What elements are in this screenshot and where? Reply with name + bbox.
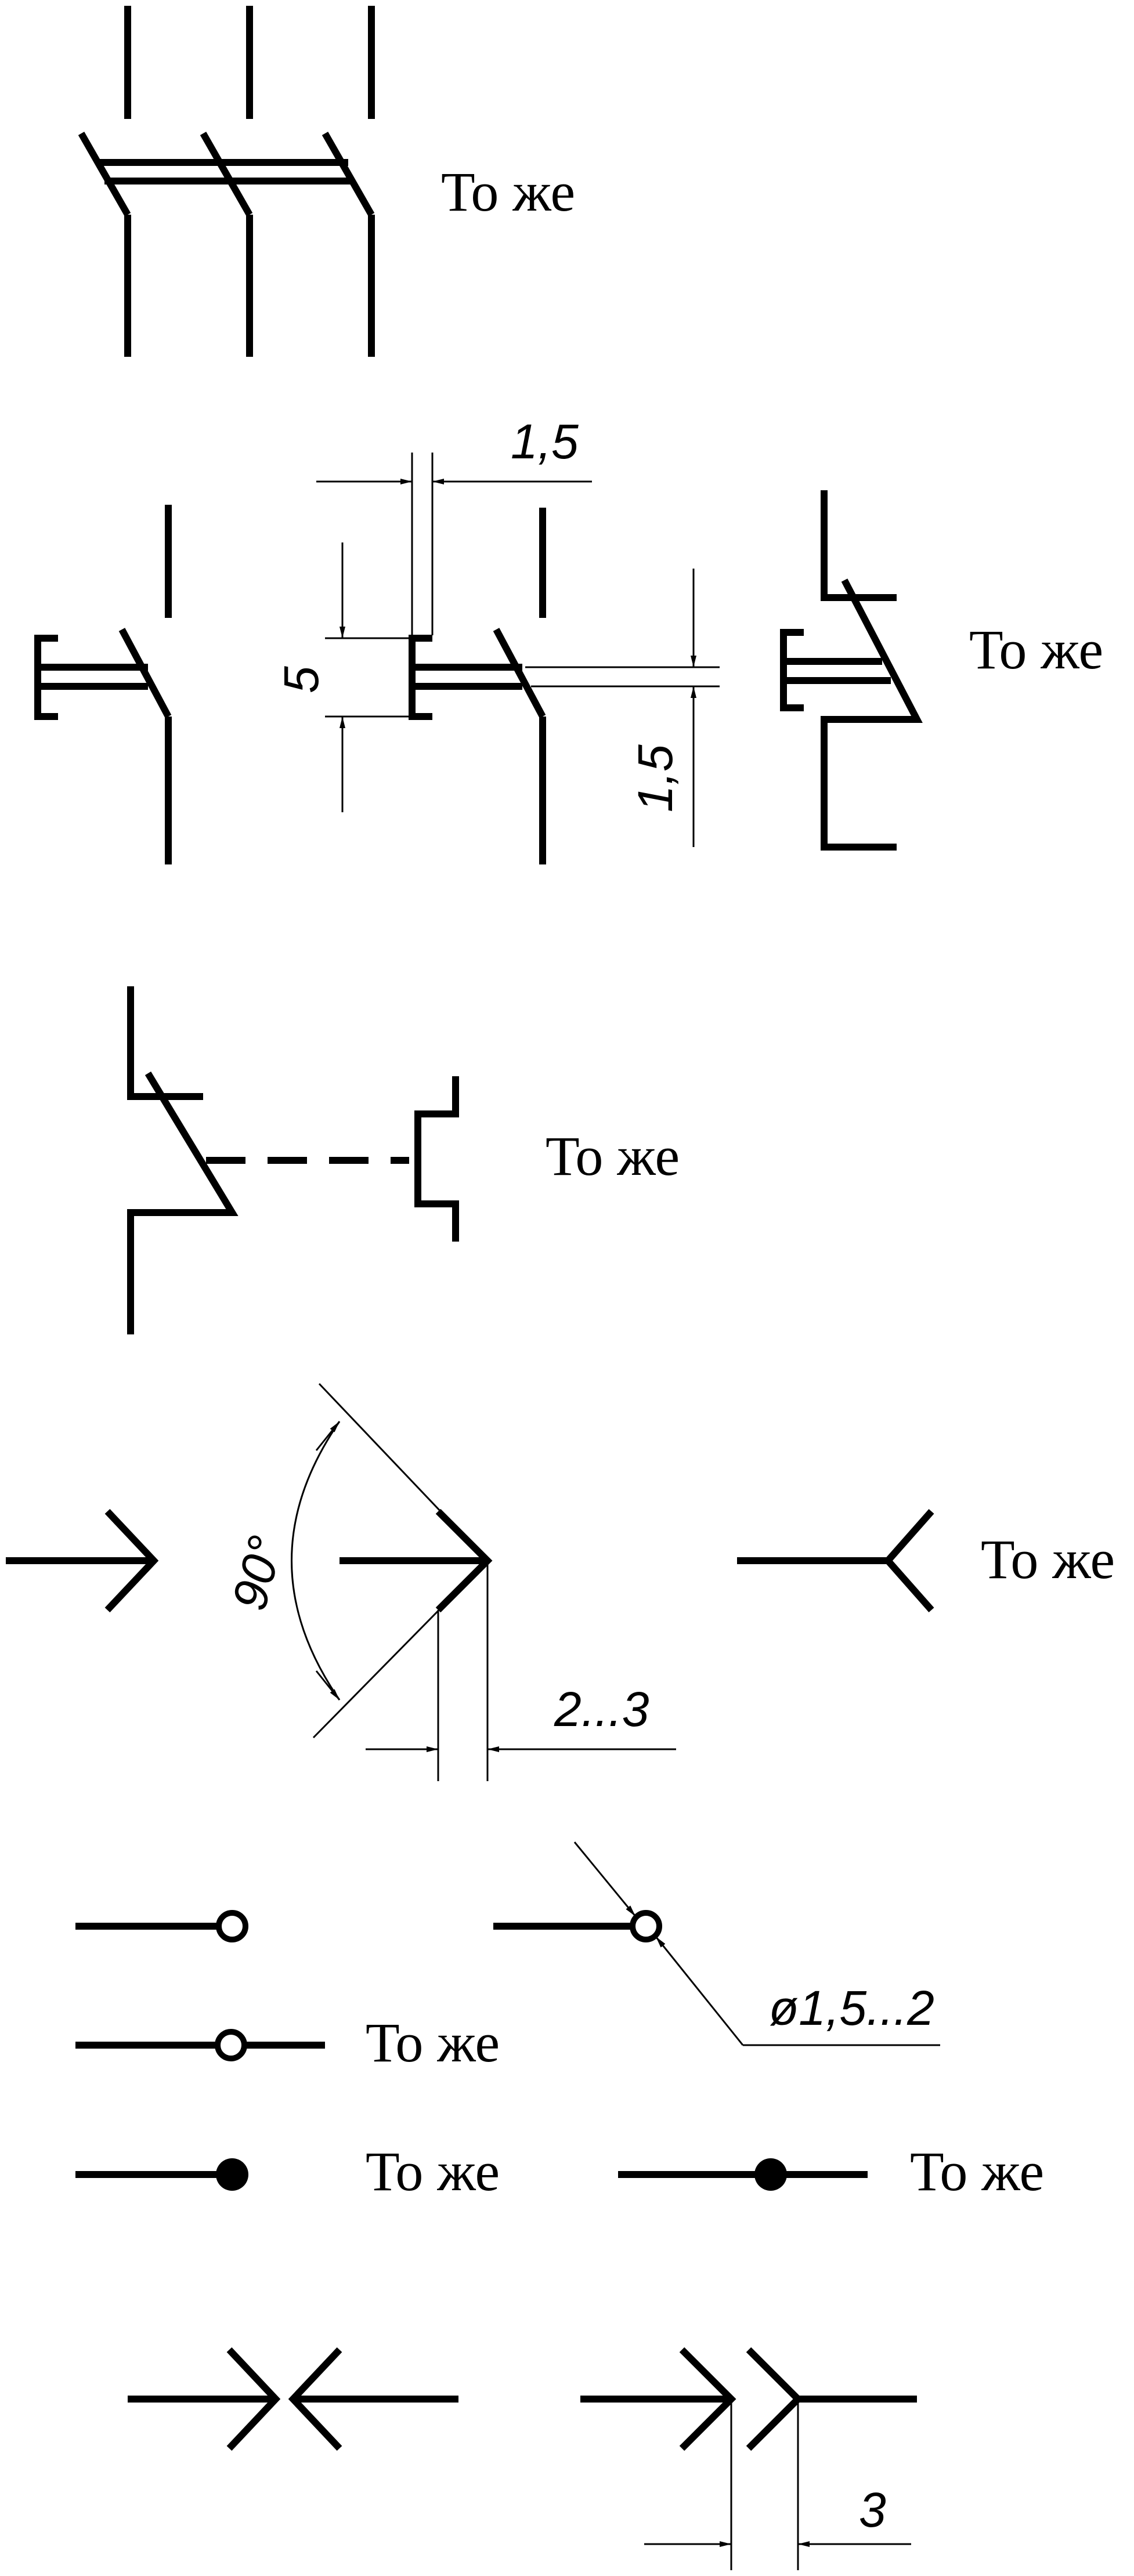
terminal-open-through [75,2029,325,2061]
label-same-row5a: То же [366,2011,500,2074]
label-same-row2: То же [969,618,1103,681]
dimension-angle [291,1383,489,1739]
dimension-gap-width [316,453,592,635]
dim-text-angle: 90° [222,1531,294,1616]
terminal-open-end [75,1910,248,1942]
terminal-open-dimensioned [493,1841,940,2046]
dimension-key-offset [525,569,720,847]
terminal-solid-through [618,2158,868,2191]
push-button-contact-dimensioned [409,508,546,864]
dimension-key-height [325,542,412,812]
plug-socket-pair [128,2347,458,2451]
socket-symbol [737,1509,934,1612]
dim-text-circle-diameter: ø1,5...2 [769,1981,934,2035]
dimension-arrow-length [366,1561,676,1781]
push-button-contact-right [780,490,923,851]
plug-arrow-symbol [6,1508,159,1613]
label-same-row3: То же [546,1125,680,1187]
linked-contact-symbol [127,986,459,1334]
label-same-row4: То же [981,1528,1115,1590]
three-pole-switch-symbol [78,6,375,357]
plug-arrow-dimensioned [340,1508,493,1613]
push-button-contact-left [34,505,172,864]
terminal-solid-end [75,2158,248,2191]
plug-socket-pair-dimensioned [580,2347,917,2570]
dim-text-arrow-length: 2...3 [554,1682,649,1736]
dim-text-key-height: 5 [274,666,328,693]
dim-text-gap-width: 1,5 [511,414,579,469]
label-same-row5b: То же [366,2140,500,2202]
dim-text-plug-gap: 3 [859,2483,886,2537]
dim-text-key-offset: 1,5 [628,744,682,812]
label-same-row1: То же [441,161,575,223]
label-same-row5c: То же [910,2140,1044,2202]
